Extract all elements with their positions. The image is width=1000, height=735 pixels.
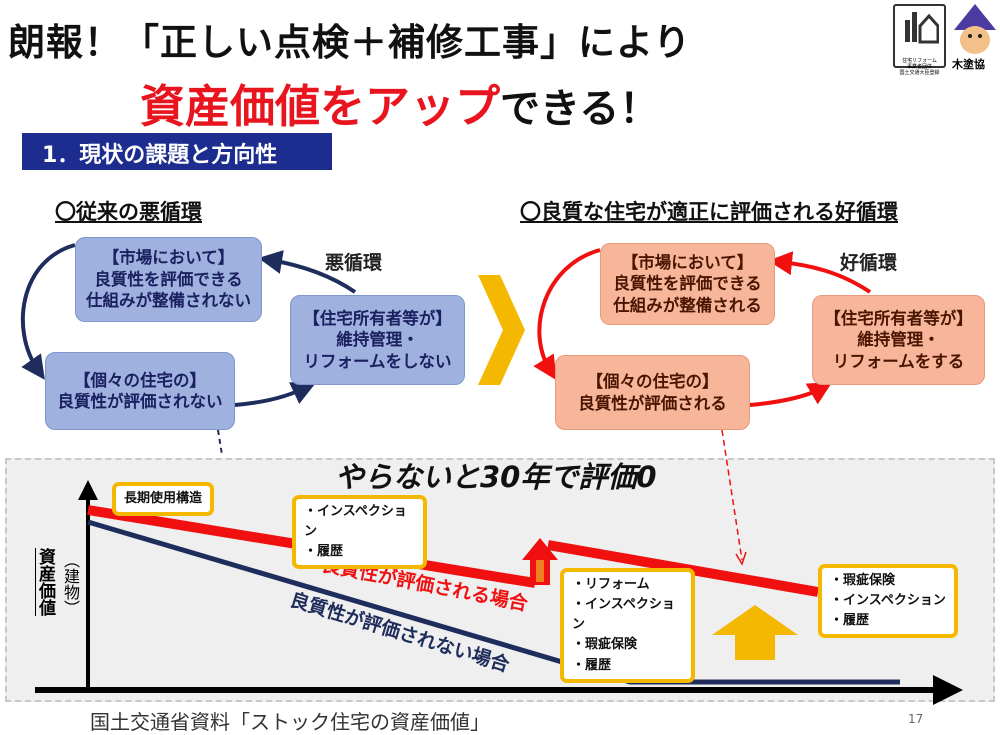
title-line2: 資産価値をアップできる！ bbox=[140, 70, 659, 135]
right-cycle-label: 好循環 bbox=[840, 252, 898, 274]
right-box-owner: 【住宅所有者等が】 維持管理・ リフォームをする bbox=[812, 295, 985, 385]
section-banner: 1．現状の課題と方向性 bbox=[22, 133, 332, 170]
mascot-icon bbox=[954, 4, 996, 54]
left-cycle-label: 悪循環 bbox=[325, 252, 383, 274]
title-highlight: 資産価値をアップ bbox=[140, 80, 501, 133]
transition-arrow bbox=[478, 275, 525, 385]
note-long-life: 長期使用構造 bbox=[112, 482, 215, 517]
right-arrow-1 bbox=[533, 248, 601, 381]
left-box-market: 【市場において】 良質性を評価できる 仕組みが整備されない bbox=[75, 237, 262, 322]
title-suffix: できる！ bbox=[500, 86, 660, 132]
value-chart bbox=[35, 429, 963, 705]
left-arrow-3 bbox=[258, 250, 357, 294]
right-box-house: 【個々の住宅の】 良質性が評価される bbox=[555, 355, 750, 430]
y-axis-label: 資産価値 bbox=[35, 548, 55, 616]
chart-title: やらないと30年で評価0 bbox=[335, 460, 657, 494]
note-inspection: ・インスペクション ・履歴 bbox=[292, 495, 427, 570]
house-icon bbox=[905, 12, 939, 44]
yellow-up-arrow bbox=[712, 605, 798, 660]
y-axis-sublabel: （建物） bbox=[61, 552, 80, 616]
note-reform: ・リフォーム ・インスペクション ・瑕疵保険 ・履歴 bbox=[560, 568, 695, 683]
left-arrow-2 bbox=[234, 382, 316, 407]
mokutokyo-logo: 木塗協 bbox=[952, 58, 985, 71]
left-arrow-1 bbox=[20, 243, 76, 380]
page-number: 17 bbox=[908, 712, 924, 726]
left-box-house: 【個々の住宅の】 良質性が評価されない bbox=[45, 352, 235, 430]
right-arrow-2 bbox=[749, 381, 833, 407]
title-line1: 朗報！「正しい点検＋補修工事」により bbox=[8, 21, 692, 64]
cycle-arrows bbox=[20, 243, 872, 456]
reform-association-logo: 住宅リフォーム 事業者団体 国土交通大臣登録 bbox=[893, 4, 946, 76]
right-arrow-3 bbox=[768, 251, 872, 294]
red-dashed-pointer bbox=[721, 429, 743, 561]
note-warranty: ・瑕疵保険 ・インスペクション ・履歴 bbox=[818, 564, 958, 639]
left-box-owner: 【住宅所有者等が】 維持管理・ リフォームをしない bbox=[290, 295, 465, 385]
source-footer: 国土交通省資料「ストック住宅の資産価値」 bbox=[90, 710, 490, 734]
right-heading: 〇良質な住宅が適正に評価される好循環 bbox=[520, 200, 898, 224]
reform-logo-text: 住宅リフォーム 事業者団体 国土交通大臣登録 bbox=[899, 58, 940, 76]
left-heading: 〇従来の悪循環 bbox=[55, 200, 202, 224]
right-box-market: 【市場において】 良質性を評価できる 仕組みが整備される bbox=[600, 243, 775, 325]
